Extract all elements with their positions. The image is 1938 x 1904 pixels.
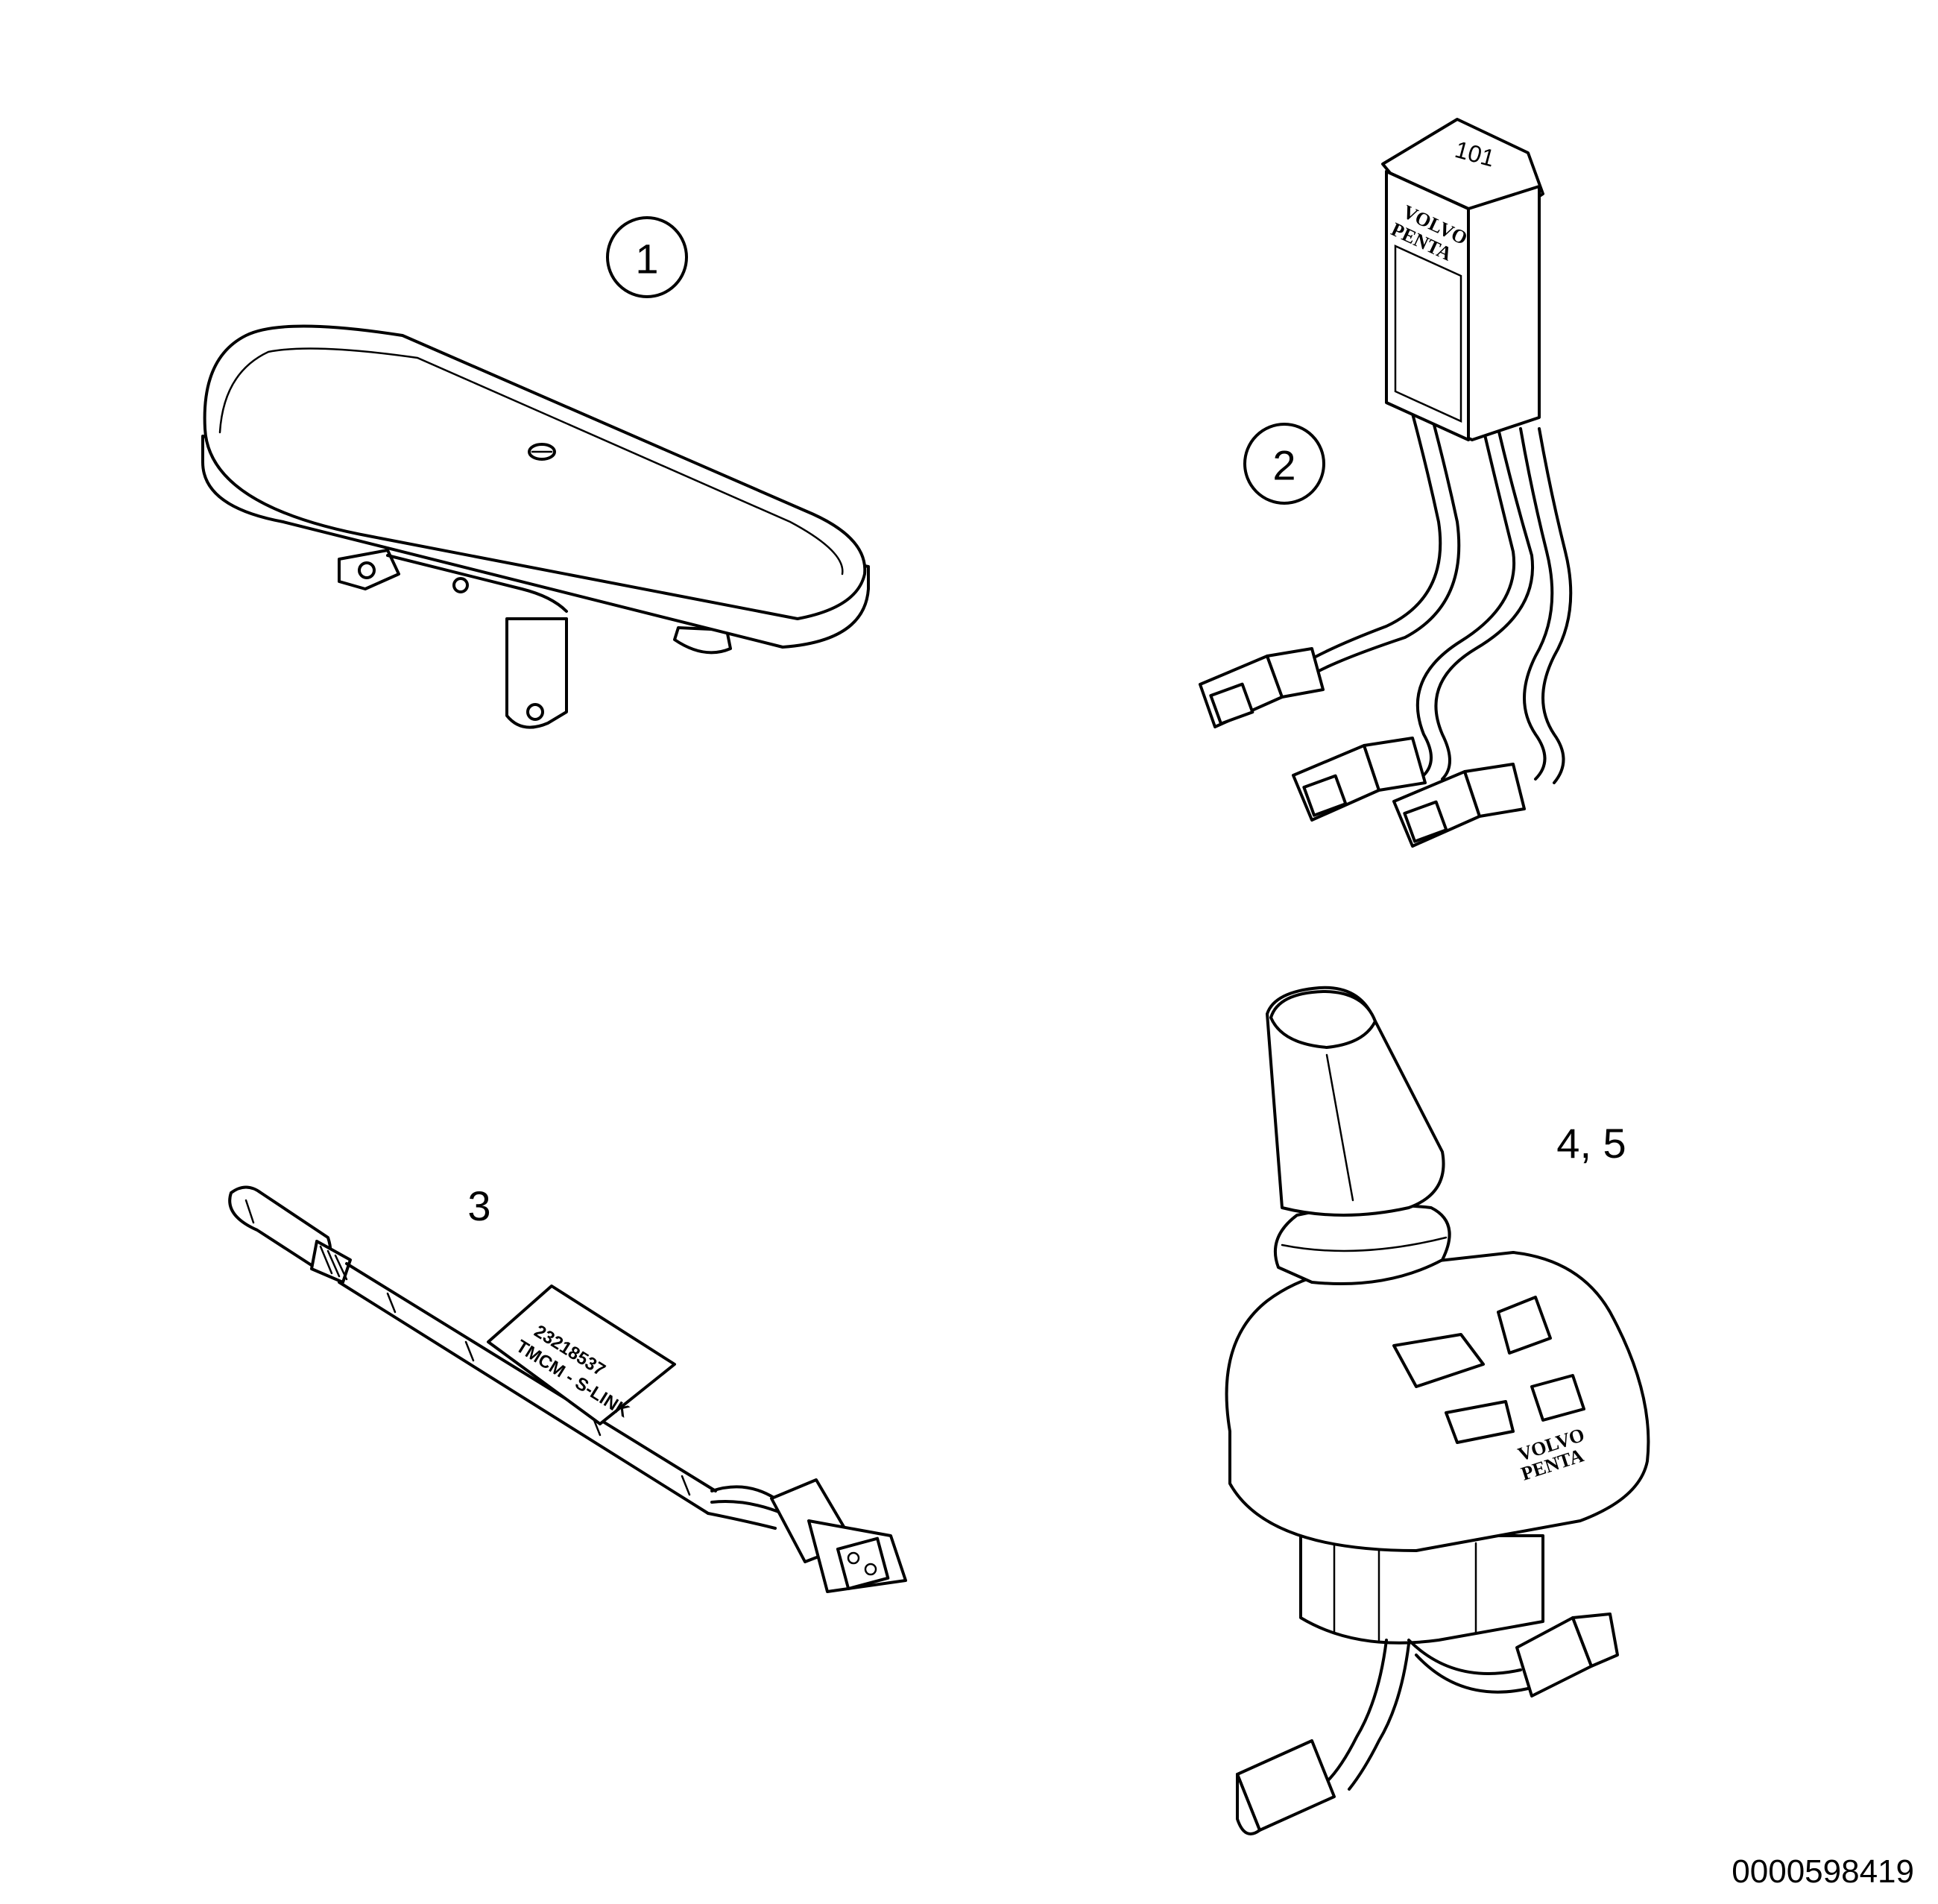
part-4-5-joystick: VOLVO PENTA: [1225, 986, 1650, 1835]
callout-2: 2: [1243, 423, 1325, 505]
callout-4-5-label: 4, 5: [1556, 1120, 1626, 1167]
callout-4-5: 4, 5: [1556, 1120, 1626, 1167]
part-3-adapter-cable: 23218537 TMCM - S-LINK: [228, 1185, 907, 1593]
part-1-antenna-housing: [201, 324, 870, 729]
drawing-id: 0000598419: [1732, 1853, 1914, 1890]
callout-1-label: 1: [635, 236, 658, 283]
callout-3-label: 3: [467, 1182, 490, 1229]
callout-3: 3: [467, 1182, 490, 1229]
part-2-control-module: 101 VOLVO PENTA: [1199, 118, 1573, 848]
callout-1: 1: [606, 216, 688, 298]
callout-2-label: 2: [1272, 442, 1295, 489]
